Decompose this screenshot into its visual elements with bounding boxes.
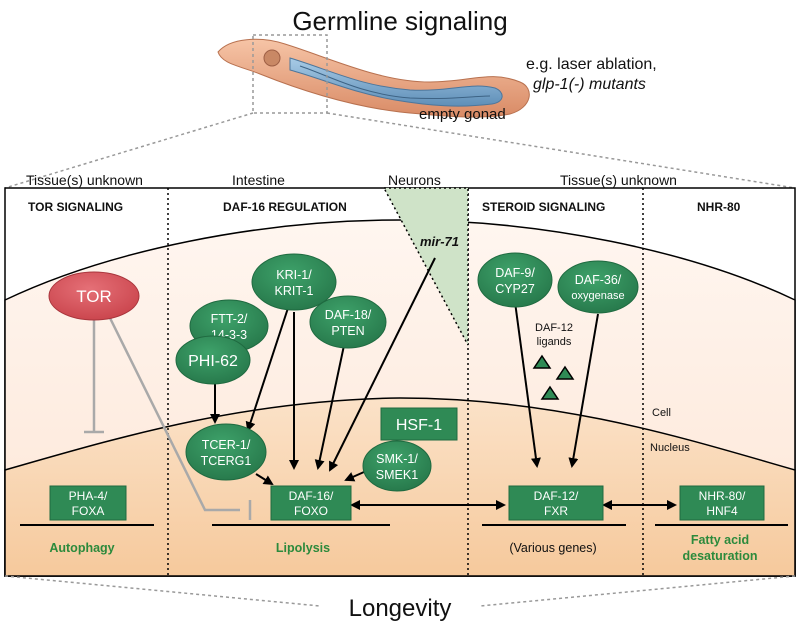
tissue-label-steroid: Tissue(s) unknown xyxy=(560,172,677,188)
ftt2-label-line1: FTT-2/ xyxy=(211,312,248,326)
daf16-label-line2: FOXO xyxy=(294,504,328,518)
intervention-line1: e.g. laser ablation, xyxy=(526,56,657,73)
hsf1-label: HSF-1 xyxy=(396,417,442,434)
mir71-label: mir-71 xyxy=(420,234,459,249)
node-daf36: DAF-36/ oxygenase xyxy=(557,260,639,314)
node-nhr80: NHR-80/ HNF4 xyxy=(679,485,765,521)
kri1-label-line1: KRI-1/ xyxy=(276,268,312,282)
daf12-ligands-line2: ligands xyxy=(537,336,572,348)
output-autophagy: Autophagy xyxy=(49,541,114,555)
tissue-label-neurons: Neurons xyxy=(388,172,441,188)
tissue-label-intestine: Intestine xyxy=(232,172,285,188)
node-pha4: PHA-4/ FOXA xyxy=(49,485,127,521)
tissue-label-tor: Tissue(s) unknown xyxy=(26,172,143,188)
nhr80-label-line1: NHR-80/ xyxy=(699,489,746,503)
smk1-label-line1: SMK-1/ xyxy=(376,452,418,466)
pha4-label-line2: FOXA xyxy=(72,504,105,518)
node-daf12: DAF-12/ FXR xyxy=(508,485,604,521)
activation-edges xyxy=(210,257,677,510)
tcer1-label-line2: TCERG1 xyxy=(201,454,252,468)
tor-label: TOR xyxy=(76,287,112,306)
section-tor-signaling: TOR SIGNALING xyxy=(28,200,123,214)
intervention-line2: glp-1(-) mutants xyxy=(533,76,646,93)
daf9-label-line2: CYP27 xyxy=(495,282,535,296)
output-fatty-acid-line2: desaturation xyxy=(682,549,757,563)
daf18-label-line1: DAF-18/ xyxy=(325,308,372,322)
nhr80-label-line2: HNF4 xyxy=(706,504,738,518)
nucleus-label: Nucleus xyxy=(650,442,690,454)
daf9-label-line1: DAF-9/ xyxy=(495,266,535,280)
daf36-label-line2: oxygenase xyxy=(571,290,624,302)
tor-inhibition-edges xyxy=(84,317,252,520)
daf12-label-line1: DAF-12/ xyxy=(534,489,579,503)
output-lipolysis: Lipolysis xyxy=(276,541,330,555)
node-daf9: DAF-9/ CYP27 xyxy=(477,252,553,308)
node-daf18: DAF-18/ PTEN xyxy=(309,295,387,349)
daf12-label-line2: FXR xyxy=(544,504,568,518)
output-various-genes: (Various genes) xyxy=(509,541,596,555)
gonad-label: empty gonad xyxy=(419,106,506,123)
daf12-ligands-line1: DAF-12 xyxy=(535,322,573,334)
daf18-label-line2: PTEN xyxy=(331,324,364,338)
node-smk1: SMK-1/ SMEK1 xyxy=(362,440,432,492)
cell-label: Cell xyxy=(652,407,671,419)
neurons-wedge xyxy=(382,187,469,346)
worm-illustration xyxy=(217,34,530,118)
node-hsf1: HSF-1 xyxy=(380,407,458,441)
page-title: Germline signaling xyxy=(292,6,507,36)
section-steroid-signaling: STEROID SIGNALING xyxy=(482,200,605,214)
daf36-label-line1: DAF-36/ xyxy=(575,273,622,287)
pha4-label-line1: PHA-4/ xyxy=(69,489,108,503)
tcer1-label-line1: TCER-1/ xyxy=(202,438,251,452)
node-phi62: PHI-62 xyxy=(175,335,251,385)
node-tor: TOR xyxy=(48,271,140,321)
node-tcer1: TCER-1/ TCERG1 xyxy=(185,423,267,481)
footer-longevity: Longevity xyxy=(349,595,452,622)
daf16-label-line1: DAF-16/ xyxy=(289,489,334,503)
section-nhr80: NHR-80 xyxy=(697,200,741,214)
node-kri1: KRI-1/ KRIT-1 xyxy=(251,253,337,311)
smk1-label-line2: SMEK1 xyxy=(376,468,418,482)
node-daf16: DAF-16/ FOXO xyxy=(270,485,352,521)
worm-zoom-box xyxy=(252,34,328,114)
output-fatty-acid-line1: Fatty acid xyxy=(691,533,749,547)
kri1-label-line2: KRIT-1 xyxy=(275,284,314,298)
triangle-ligand-icon xyxy=(532,354,575,400)
section-daf16-regulation: DAF-16 REGULATION xyxy=(223,200,347,214)
phi62-label: PHI-62 xyxy=(188,353,238,370)
